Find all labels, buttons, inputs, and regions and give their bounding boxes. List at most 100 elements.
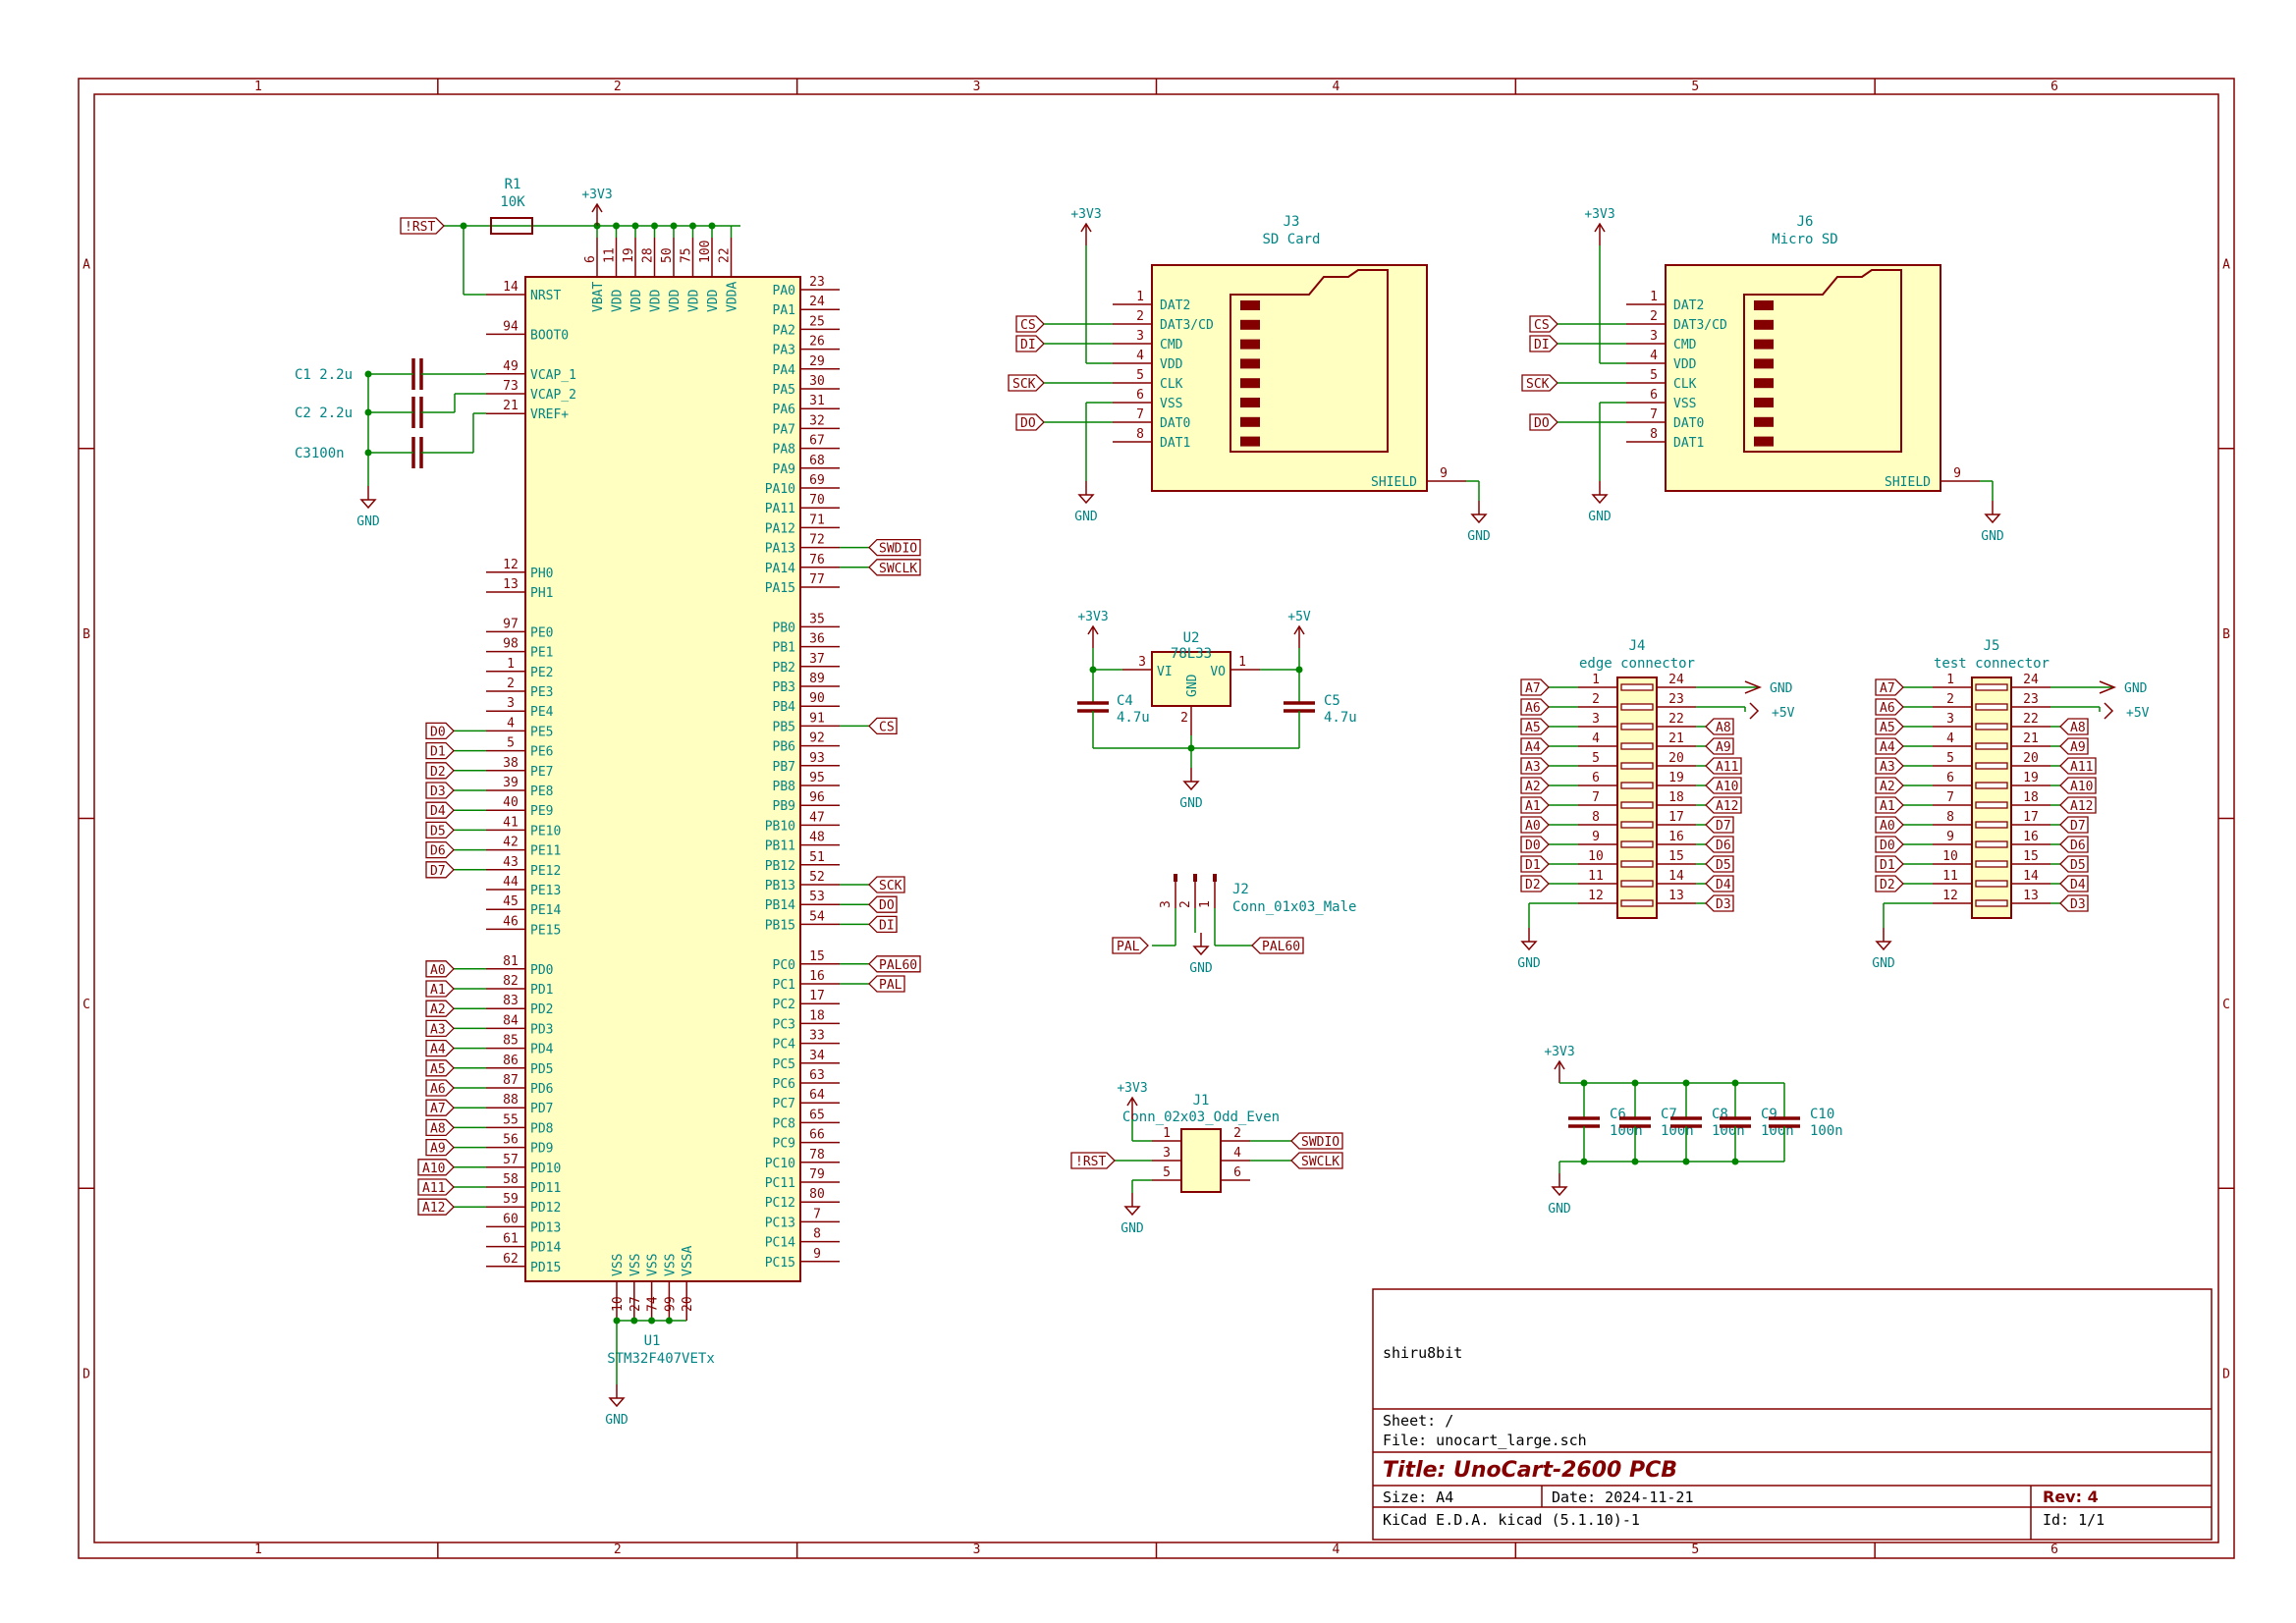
- net-label-a7: [1520, 678, 1550, 696]
- u1-pin-number: 46: [503, 914, 519, 929]
- gnd-label: GND: [1770, 681, 1793, 696]
- u1-pin-name: PB6: [773, 740, 795, 755]
- edge-pin-number: 20: [2023, 751, 2039, 766]
- gnd-symbol: [2099, 680, 2117, 694]
- power-label: +3V3: [1117, 1081, 1147, 1096]
- net-label-d6: [425, 840, 455, 859]
- u1-pin-number: 64: [809, 1088, 825, 1103]
- u1-pin-number: 91: [809, 711, 825, 726]
- net-label-text: DO: [879, 898, 895, 913]
- sd-contact-pad: [1754, 378, 1774, 389]
- net-label-text: SCK: [1526, 377, 1550, 392]
- title-file: File: unocart_large.sch: [1383, 1432, 1587, 1449]
- net-label-text: D0: [1525, 839, 1541, 853]
- u1-pin-name: PB15: [765, 918, 795, 933]
- u1-pin-number: 1: [507, 657, 515, 672]
- net-label-text: SWCLK: [879, 562, 917, 576]
- frame-row-label: C: [82, 998, 90, 1012]
- j2-value: Conn_01x03_Male: [1232, 899, 1356, 915]
- net-label-text: A10: [1716, 780, 1738, 794]
- u1-pin-name: PE4: [530, 705, 554, 720]
- net-label-d3: [1705, 894, 1734, 912]
- u1-pin-name: NRST: [530, 289, 561, 303]
- net-label-text: CS: [879, 720, 895, 734]
- edge-contact: [1975, 703, 2008, 711]
- net-label-text: CS: [1534, 318, 1550, 333]
- junction-dot: [1580, 1158, 1588, 1165]
- u1-pin-name: PE9: [530, 804, 553, 819]
- edge-pin-number: 4: [1946, 731, 1954, 746]
- gnd-symbol: [608, 1397, 626, 1408]
- u1-pin-number: 7: [813, 1207, 821, 1221]
- net-label-text: A2: [1880, 780, 1895, 794]
- u1-pin-number: 65: [809, 1108, 825, 1122]
- u1-pin-name: PA8: [773, 443, 795, 458]
- u1-pin-name: PE2: [530, 666, 553, 680]
- sd-pin-number: 1: [1650, 290, 1658, 304]
- gnd-symbol: [1984, 514, 2001, 524]
- u1-pin-name: PA14: [765, 562, 795, 576]
- r1-value: 10K: [500, 194, 525, 210]
- u1-pin-name: PB1: [773, 641, 795, 656]
- sd-contact-pad: [1754, 339, 1774, 350]
- net-label-a10: [417, 1159, 455, 1176]
- net-label-text: A5: [430, 1062, 446, 1077]
- u1-pin-name: VDD: [649, 289, 664, 312]
- sd-pin-number: 2: [1650, 309, 1658, 324]
- u1-pin-number: 33: [809, 1029, 825, 1044]
- u1-pin-name: PD7: [530, 1102, 553, 1116]
- u1-pin-name: PB7: [773, 760, 795, 775]
- sd-contact-pad: [1240, 398, 1260, 407]
- net-label-d1: [425, 741, 455, 760]
- sd-pin-number: 8: [1136, 427, 1144, 442]
- u1-pin-name: PA4: [773, 363, 796, 378]
- edge-contact: [1620, 762, 1654, 770]
- u1-pin-number: 47: [809, 810, 825, 825]
- power-arrow: [591, 202, 603, 213]
- c5-ref: C5: [1324, 693, 1340, 709]
- sd-value: SD Card: [1262, 232, 1320, 247]
- u1-pin-number: 81: [503, 954, 519, 969]
- power-arrow: [2104, 702, 2114, 720]
- sd-pin-number: 2: [1136, 309, 1144, 324]
- edge-pin-number: 12: [1942, 889, 1958, 903]
- edge-contact: [1620, 840, 1654, 848]
- edge-pin-number: 16: [1668, 830, 1684, 844]
- edge-pin-number: 18: [1668, 790, 1684, 805]
- u1-pin-number: 86: [503, 1054, 519, 1068]
- u1-pin-name: PE11: [530, 844, 561, 859]
- sd-pin-name: SHIELD: [1885, 475, 1931, 490]
- u1-pin-number: 42: [503, 836, 519, 850]
- u1-pin-name: PD15: [530, 1261, 561, 1275]
- u1-pin-number: 89: [809, 672, 825, 686]
- sd-pin-number: 4: [1136, 349, 1144, 363]
- j2-pin-number: 3: [1159, 900, 1174, 908]
- power-arrow: [1087, 624, 1099, 635]
- u1-pin-number: 94: [503, 319, 519, 334]
- net-label-a8: [425, 1118, 455, 1137]
- title-company: shiru8bit: [1383, 1344, 1462, 1362]
- u1-pin-number: 100: [698, 241, 713, 263]
- net-label-text: A11: [422, 1181, 445, 1196]
- u1-pin-name: PA10: [765, 482, 795, 497]
- net-label-swdio: [868, 538, 921, 557]
- edge-contact: [1975, 899, 2008, 907]
- edge-pin-number: 17: [1668, 810, 1684, 825]
- j2-ref: J2: [1232, 882, 1249, 897]
- title-block: shiru8bit Sheet: / File: unocart_large.s…: [1372, 1288, 2213, 1541]
- u1-pin-name: PD11: [530, 1181, 561, 1196]
- net-label-a12: [2059, 796, 2097, 814]
- net-label-d0: [1875, 836, 1904, 853]
- net-label-d5: [425, 821, 455, 839]
- edge-pin-number: 8: [1592, 810, 1600, 825]
- edge-contact: [1975, 860, 2008, 868]
- net-label-d6: [2059, 836, 2089, 853]
- sd-contact-pad: [1240, 319, 1260, 330]
- edge-contact: [1975, 801, 2008, 809]
- net-label-text: A9: [1716, 740, 1731, 755]
- power-label: +3V3: [581, 188, 612, 202]
- u1-pin-number: 17: [809, 989, 825, 1003]
- net-label-a11: [2059, 757, 2097, 775]
- resistor-r1: [490, 217, 533, 235]
